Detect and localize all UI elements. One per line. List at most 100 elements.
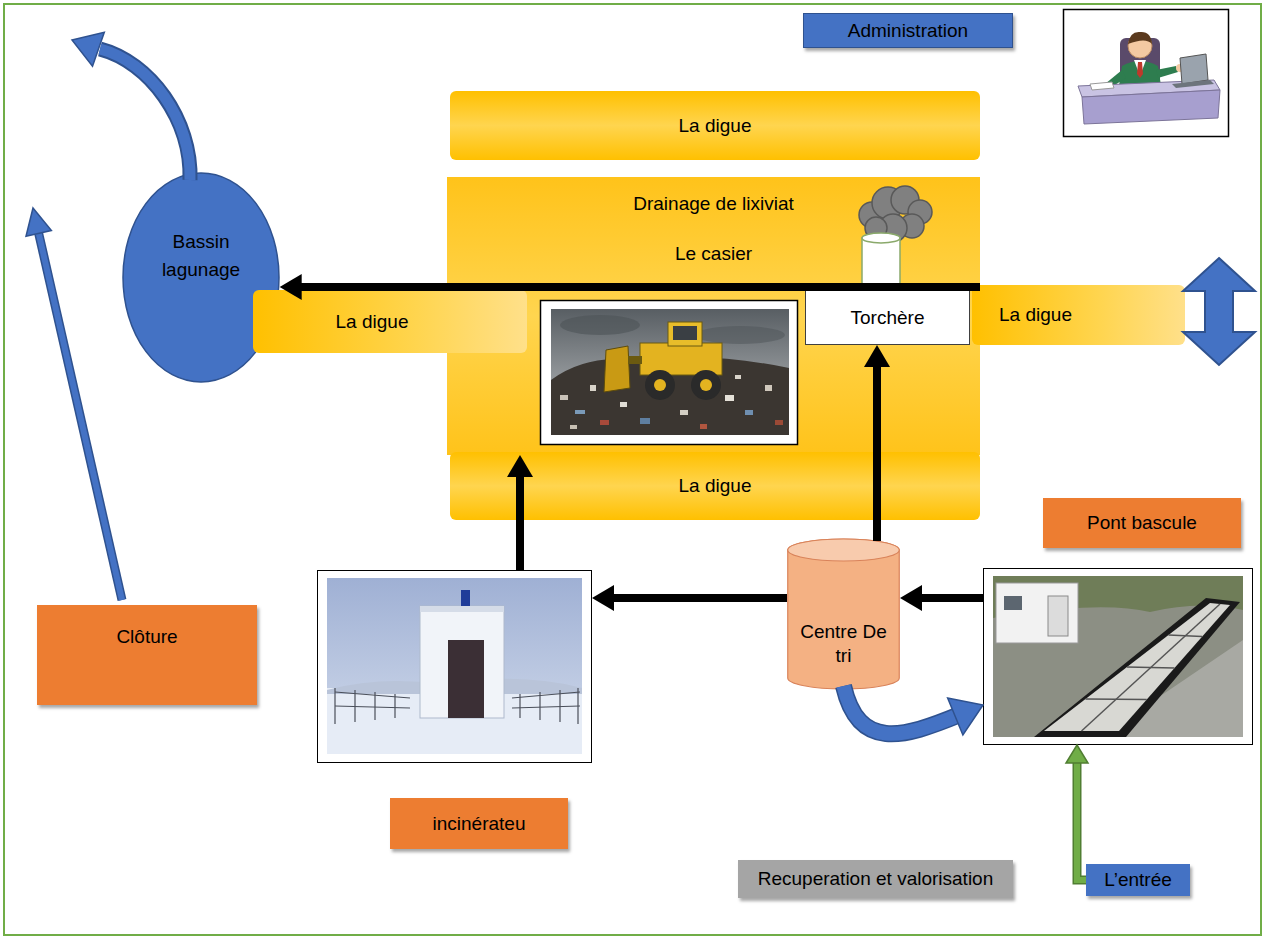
arrow-head bbox=[948, 698, 983, 735]
incinerator-photo bbox=[335, 692, 410, 698]
smoke-cloud bbox=[859, 202, 885, 228]
incinerator-photo bbox=[420, 606, 504, 612]
arrow-head bbox=[1066, 745, 1088, 763]
flow-arrow bbox=[864, 345, 890, 541]
compactor-photo bbox=[551, 309, 789, 435]
office-clipart bbox=[1156, 66, 1178, 78]
arrow-line bbox=[1077, 760, 1086, 880]
incinerator-photo bbox=[512, 692, 580, 698]
outflow-arrow bbox=[100, 49, 190, 180]
office-clipart bbox=[1064, 10, 1229, 137]
incinerator-photo bbox=[519, 694, 520, 718]
compactor-photo bbox=[745, 410, 753, 415]
compactor-photo bbox=[668, 322, 702, 346]
compactor-photo bbox=[691, 370, 721, 400]
dike-band: La digue bbox=[972, 285, 1185, 345]
compactor-photo bbox=[680, 410, 688, 415]
office-clipart bbox=[1128, 34, 1152, 58]
entrance-box: L’entrée bbox=[1086, 864, 1190, 896]
compactor-photo bbox=[725, 395, 734, 401]
flare-chimney bbox=[862, 238, 900, 290]
smoke-cloud bbox=[891, 186, 919, 214]
smoke-cloud bbox=[900, 214, 924, 238]
incinerator-photo bbox=[394, 694, 395, 718]
flare-box: Torchère bbox=[805, 290, 970, 345]
incinerator-photo bbox=[327, 679, 582, 694]
node-label: Drainage de lixiviat bbox=[633, 191, 794, 217]
node-label: La digue bbox=[679, 474, 752, 498]
office-clipart bbox=[1128, 32, 1152, 44]
compactor-photo bbox=[541, 301, 798, 445]
compactor-photo bbox=[604, 346, 630, 392]
weighbridge-photo bbox=[1044, 603, 1230, 731]
node-label: La digue bbox=[679, 114, 752, 138]
fence-arrow bbox=[39, 233, 122, 600]
compactor-photo bbox=[695, 326, 785, 344]
compactor-photo bbox=[600, 420, 609, 425]
recovery-box: Recuperation et valorisation bbox=[738, 860, 1013, 898]
flow-arrow bbox=[844, 686, 984, 735]
weighbridge-photo bbox=[1169, 635, 1203, 637]
compactor-photo bbox=[541, 301, 798, 445]
smoke-cloud bbox=[872, 187, 904, 219]
smoke-cloud bbox=[879, 214, 907, 242]
cylinder-outline bbox=[788, 539, 900, 561]
incinerator-photo bbox=[559, 690, 560, 722]
flare-chimney bbox=[862, 233, 900, 290]
compactor-photo bbox=[570, 425, 577, 429]
caption-tag: incinérateu bbox=[390, 798, 568, 849]
incinerator-photo: incinérateu bbox=[317, 570, 592, 763]
arrow-head bbox=[507, 455, 533, 477]
compactor-photo bbox=[673, 326, 697, 340]
dike-band: La digue bbox=[253, 290, 527, 353]
incinerator-photo bbox=[334, 688, 335, 724]
arrow-head bbox=[280, 274, 302, 300]
weighbridge-photo bbox=[1004, 596, 1022, 610]
compactor-photo bbox=[700, 424, 707, 429]
node-label: L’entrée bbox=[1104, 868, 1172, 892]
double-arrow bbox=[1183, 258, 1255, 365]
office-clipart bbox=[1134, 60, 1146, 76]
node-label: Torchère bbox=[851, 306, 925, 330]
arrow-outline bbox=[1077, 760, 1086, 880]
weighbridge-photo bbox=[996, 583, 1078, 643]
compactor-photo bbox=[645, 370, 675, 400]
caption-tag: Pont bascule bbox=[1043, 498, 1241, 548]
incinerator-photo bbox=[354, 690, 355, 722]
arrow-line bbox=[873, 364, 881, 541]
weighbridge-photo bbox=[1082, 604, 1221, 731]
dike-band: La digue bbox=[450, 91, 980, 160]
weighbridge-photo bbox=[1086, 698, 1147, 700]
arrow-head bbox=[900, 585, 922, 611]
weighbridge-photo bbox=[1100, 640, 1243, 737]
node-label: Administration bbox=[848, 19, 968, 43]
arrow-outline bbox=[844, 686, 960, 734]
arrow-line bbox=[516, 474, 524, 570]
node-label: Centre De tri bbox=[794, 620, 894, 668]
node-label: La digue bbox=[336, 310, 409, 334]
weighbridge-photo bbox=[1048, 596, 1068, 636]
incinerator-photo bbox=[539, 692, 540, 720]
weighbridge-photo bbox=[993, 576, 1243, 618]
fence-box: Clôture bbox=[37, 605, 257, 705]
compactor-photo bbox=[735, 375, 741, 379]
incinerator-photo bbox=[420, 606, 504, 718]
outflow-arrow bbox=[72, 32, 104, 66]
fence-arrow bbox=[39, 233, 122, 600]
double-arrow bbox=[1183, 258, 1255, 365]
compactor-photo bbox=[640, 418, 650, 424]
flow-arrow bbox=[507, 455, 533, 570]
office-clipart bbox=[1137, 62, 1143, 78]
smoke-cloud bbox=[908, 200, 932, 224]
compactor-photo bbox=[700, 379, 712, 391]
incinerator-photo bbox=[461, 590, 470, 606]
weighbridge-photo bbox=[1034, 598, 1240, 737]
office-clipart bbox=[1180, 54, 1208, 84]
arrow-head bbox=[592, 585, 614, 611]
office-clipart bbox=[1082, 90, 1220, 124]
compactor-photo bbox=[551, 357, 789, 435]
incinerator-photo bbox=[327, 688, 582, 754]
office-clipart bbox=[1064, 10, 1229, 137]
